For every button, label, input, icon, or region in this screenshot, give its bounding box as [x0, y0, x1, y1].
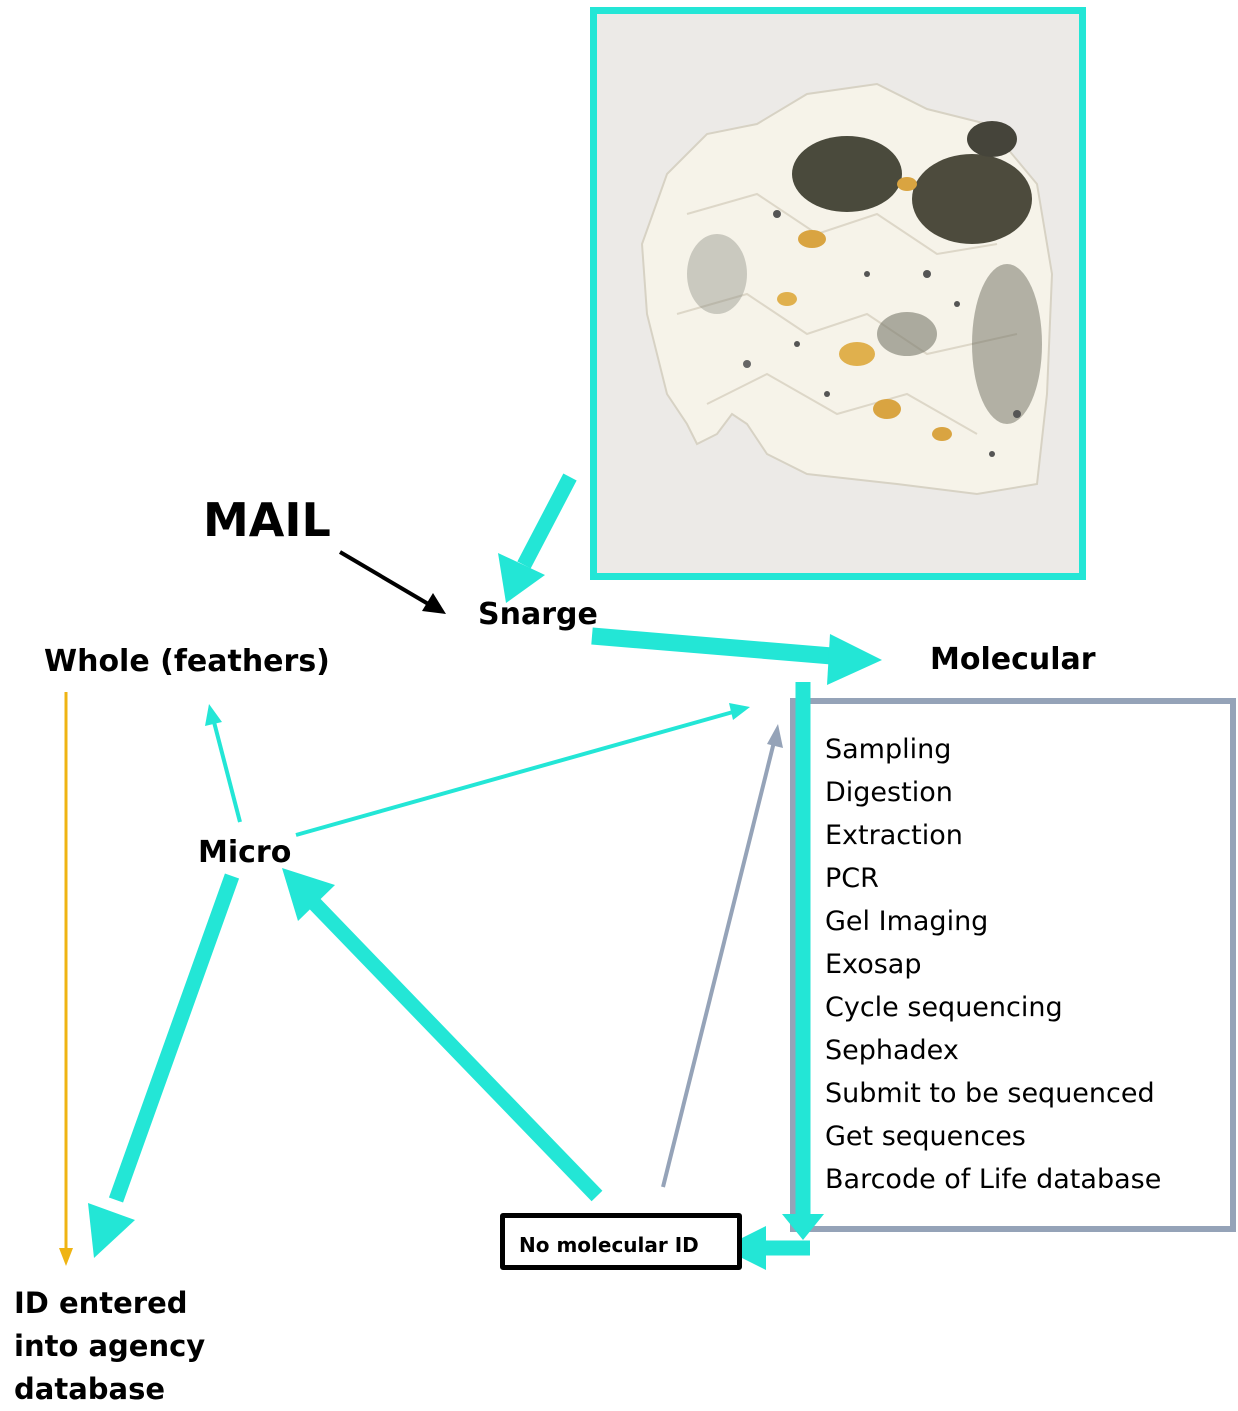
molecular-steps-box: Sampling Digestion Extraction PCR Gel Im…	[790, 698, 1236, 1232]
step-item: PCR	[825, 857, 1161, 900]
arrow-photo-to-snarge	[498, 477, 570, 603]
arrow-micro-to-molecular	[296, 703, 750, 835]
step-item: Submit to be sequenced	[825, 1072, 1161, 1115]
snarge-label: Snarge	[478, 600, 598, 630]
arrow-nomol-to-molecular	[663, 724, 783, 1187]
whole-feathers-label: Whole (feathers)	[44, 647, 330, 677]
step-item: Sampling	[825, 728, 1161, 771]
micro-label: Micro	[198, 838, 291, 868]
step-item: Cycle sequencing	[825, 986, 1161, 1029]
arrow-nomol-to-micro	[282, 868, 597, 1196]
arrow-micro-to-whole	[205, 704, 240, 822]
mail-label: MAIL	[203, 497, 331, 543]
step-item: Digestion	[825, 771, 1161, 814]
step-item: Sephadex	[825, 1029, 1161, 1072]
step-item: Barcode of Life database	[825, 1158, 1161, 1201]
step-item: Get sequences	[825, 1115, 1161, 1158]
step-item: Extraction	[825, 814, 1161, 857]
step-item: Gel Imaging	[825, 900, 1161, 943]
no-molecular-id-label: No molecular ID	[519, 1233, 699, 1257]
step-item: Exosap	[825, 943, 1161, 986]
snarge-sample-photo	[590, 7, 1086, 580]
no-molecular-id-box: No molecular ID	[500, 1213, 742, 1270]
molecular-steps-list: Sampling Digestion Extraction PCR Gel Im…	[825, 728, 1161, 1201]
arrow-mail-to-snarge	[340, 552, 446, 614]
molecular-label: Molecular	[930, 645, 1096, 675]
arrow-micro-to-id	[88, 876, 232, 1258]
arrow-snarge-to-molecular	[592, 634, 882, 685]
arrow-whole-to-id	[59, 692, 73, 1266]
id-entered-label: ID entered into agency database	[14, 1282, 214, 1411]
